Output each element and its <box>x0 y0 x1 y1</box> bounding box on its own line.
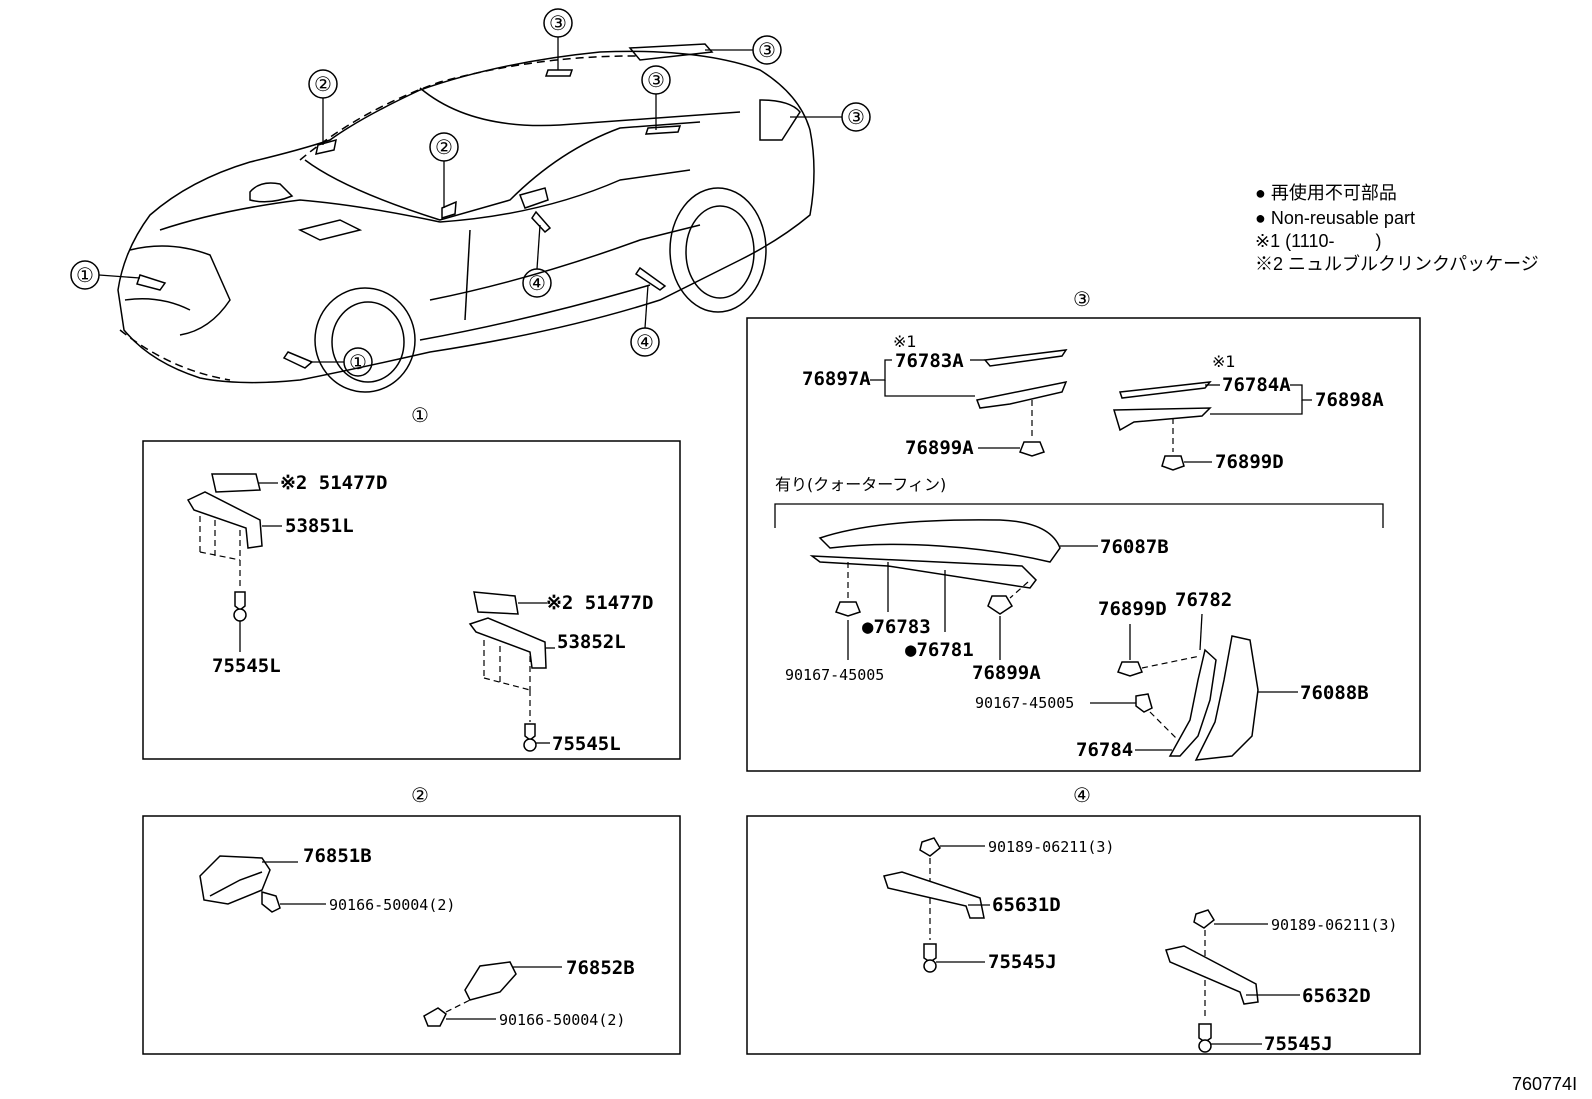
car-callouts: ③ ③ ③ ③ ② ② ① ① ④ ④ <box>70 8 871 377</box>
part-76783: ●76783 <box>862 616 931 638</box>
part-51477D-right: ※2 51477D <box>546 592 653 614</box>
note-1-a: ※1 <box>893 332 917 351</box>
figure-id: 760774I <box>1512 1074 1577 1094</box>
part-65632D: 65632D <box>1302 985 1371 1007</box>
section-1: ① ※2 51477D 53851L 75545L ※2 51477D 5385… <box>142 403 681 760</box>
car-illustration <box>117 43 815 393</box>
legend-line-4: ※2 ニュルブルクリンクパッケージ <box>1255 253 1539 274</box>
legend-line-2: ● Non-reusable part <box>1255 208 1415 228</box>
section-4: ④ 90189-06211(3) 65631D 75545J 90189-062… <box>746 783 1421 1055</box>
part-90189-06211-left: 90189-06211(3) <box>988 838 1114 856</box>
part-51477D-left: ※2 51477D <box>280 472 387 494</box>
part-53852L: 53852L <box>557 631 626 653</box>
part-76899D-top: 76899D <box>1215 451 1284 473</box>
part-76783A: 76783A <box>895 350 964 372</box>
part-90167-45005-right: 90167-45005 <box>975 694 1074 712</box>
section-2: ② 76851B 90166-50004(2) 76852B 90166-500… <box>142 783 681 1055</box>
callout-2-hood: ② <box>314 72 332 96</box>
callout-2-pillar: ② <box>435 135 453 159</box>
callout-3-roof: ③ <box>549 11 567 35</box>
part-90166-50004-bottom: 90166-50004(2) <box>499 1011 625 1029</box>
callout-3-rear: ③ <box>847 105 865 129</box>
part-90189-06211-right: 90189-06211(3) <box>1271 916 1397 934</box>
part-76897A: 76897A <box>802 368 871 390</box>
part-75545J-left: 75545J <box>988 951 1057 973</box>
part-76784A: 76784A <box>1222 374 1291 396</box>
part-76899A-top: 76899A <box>905 437 974 459</box>
part-75545L-left: 75545L <box>212 655 281 677</box>
part-76898A: 76898A <box>1315 389 1384 411</box>
part-53851L: 53851L <box>285 515 354 537</box>
section-2-title: ② <box>411 783 429 807</box>
part-65631D: 65631D <box>992 894 1061 916</box>
callout-3-quarter: ③ <box>647 68 665 92</box>
part-76852B: 76852B <box>566 957 635 979</box>
callout-1-front: ① <box>76 263 94 287</box>
callout-4-door: ④ <box>528 271 546 295</box>
part-76784: 76784 <box>1076 739 1133 761</box>
part-76781: ●76781 <box>905 639 974 661</box>
part-76851B: 76851B <box>303 845 372 867</box>
legend-line-1: ● 再使用不可部品 <box>1255 183 1397 203</box>
section-3-title: ③ <box>1073 287 1091 311</box>
callout-1-lower: ① <box>349 350 367 374</box>
note-1-b: ※1 <box>1212 352 1236 371</box>
part-76087B: 76087B <box>1100 536 1169 558</box>
legend-line-3: ※1 (1110- ) <box>1255 231 1381 251</box>
part-76899A-bottom: 76899A <box>972 662 1041 684</box>
section-3: ③ ※1 76783A 76897A 76899A ※1 76784A 7689… <box>746 287 1421 772</box>
part-76782: 76782 <box>1175 589 1232 611</box>
part-76088B: 76088B <box>1300 682 1369 704</box>
note-quarter-fin: 有り(クォーターフィン) <box>775 475 946 494</box>
callout-3-wing: ③ <box>758 38 776 62</box>
legend: ● 再使用不可部品 ● Non-reusable part ※1 (1110- … <box>1255 183 1539 274</box>
section-4-title: ④ <box>1073 783 1091 807</box>
part-90167-45005-left: 90167-45005 <box>785 666 884 684</box>
part-90166-50004-top: 90166-50004(2) <box>329 896 455 914</box>
part-75545J-right: 75545J <box>1264 1033 1333 1055</box>
callout-4-side: ④ <box>636 330 654 354</box>
section-1-title: ① <box>411 403 429 427</box>
part-76899D-bottom: 76899D <box>1098 598 1167 620</box>
part-75545L-right: 75545L <box>552 733 621 755</box>
